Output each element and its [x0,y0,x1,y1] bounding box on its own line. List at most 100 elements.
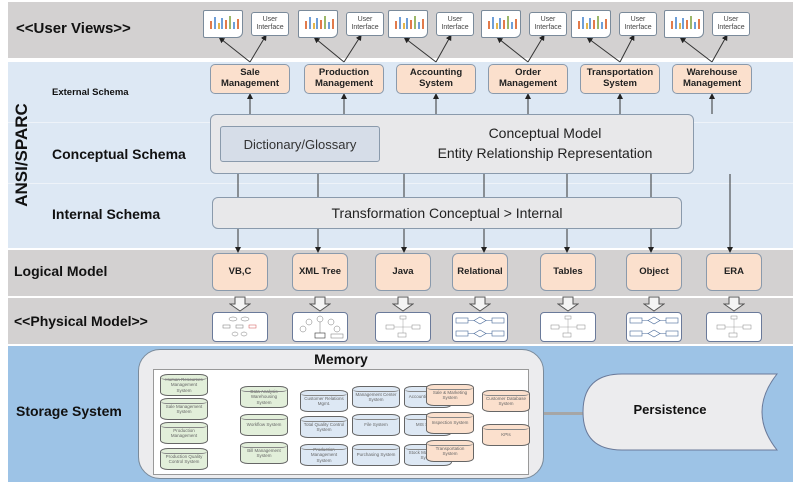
user-interface-box: User Interface [346,12,384,36]
database-cylinder: Sale & Marketing System [426,384,474,406]
chart-bar-glyph [312,23,315,29]
tree-diagram-thumbnail [292,312,348,342]
chart-view-icon [298,10,338,38]
hierarchy-diagram-icon [716,315,752,338]
external-schema-box: Sale Management [210,64,290,94]
chart-bar-glyph [410,20,413,29]
logical-model-box: XML Tree [292,253,348,291]
hierarchy-diagram-icon [550,315,586,338]
er-diagram-thumbnail [452,312,508,342]
user-interface-box: User Interface [251,12,289,36]
chart-bar-glyph [327,22,330,29]
logical-model-box: ERA [706,253,762,291]
user-interface-box: User Interface [712,12,750,36]
logical-model-box: Java [375,253,431,291]
database-cylinder: Production Quality Control System [160,448,208,470]
memory-title: Memory [314,351,368,367]
database-cylinder: Management Center System [352,386,400,408]
chart-bar-glyph [225,20,228,29]
graph-diagram-icon [222,316,257,337]
band-divider [8,183,793,184]
chart-bar-glyph [674,17,677,29]
database-cylinder: Transportation System [426,440,474,462]
chart-bar-glyph [320,20,323,29]
chart-bar-glyph [414,16,416,29]
user-views-label: <<User Views>> [16,20,131,37]
chart-bar-glyph [417,22,420,29]
database-cylinder: Bill Management System [240,442,288,464]
hierarchy-diagram-thumbnail [706,312,762,342]
database-cylinder: Customer Database System [482,390,530,412]
chart-view-icon [571,10,611,38]
chart-bar-glyph [581,17,584,29]
chart-bar-glyph [578,21,580,29]
hierarchy-diagram-thumbnail [375,312,431,342]
chart-bar-glyph [421,19,424,29]
block-down-arrow-icon [723,296,745,312]
chart-bar-glyph [210,21,212,29]
conceptual-model-title: Conceptual Model [488,125,602,141]
chart-bar-glyph [331,19,334,29]
chart-bar-glyph [488,21,490,29]
internal-schema-label: Internal Schema [52,206,161,222]
chart-bar-glyph [229,16,231,29]
chart-bar-glyph [678,23,681,29]
database-cylinder: Sale Management System [160,398,208,420]
chart-bar-glyph [308,17,311,29]
chart-view-icon [664,10,704,38]
user-interface-box: User Interface [436,12,474,36]
transformation-box: Transformation Conceptual > Internal [212,197,682,229]
chart-bar-glyph [597,16,599,29]
chart-bar-glyph [503,20,506,29]
database-cylinder: Production Management [160,422,208,444]
hierarchy-diagram-icon [385,315,421,338]
database-cylinder: Workflow System [240,414,288,436]
er-diagram-icon [455,316,505,338]
database-cylinder: Production Management System [300,444,348,466]
chart-bar-glyph [585,23,588,29]
database-cylinder: Inspection System [426,412,474,434]
chart-bar-glyph [686,20,689,29]
persistence-shape [582,373,779,451]
persistence-label: Persistence [633,402,707,417]
logical-model-box: Tables [540,253,596,291]
chart-bar-glyph [690,16,692,29]
database-cylinder: Human Resources Management System [160,374,208,396]
block-down-arrow-icon [643,296,665,312]
block-down-arrow-icon [392,296,414,312]
ansi-sparc-label: ANSI/SPARC [12,103,31,207]
chart-bar-glyph [514,19,517,29]
dictionary-glossary-box: Dictionary/Glossary [220,126,380,162]
chart-bar-glyph [507,16,509,29]
chart-bar-glyph [593,20,596,29]
chart-bar-glyph [499,18,502,29]
chart-bar-glyph [217,23,220,29]
chart-bar-glyph [324,16,326,29]
chart-bar-glyph [213,17,216,29]
database-cylinder: Data Analysis Warehousing System [240,386,288,408]
user-interface-box: User Interface [529,12,567,36]
storage-system-label: Storage System [16,403,122,419]
memory-persistence-link [544,412,594,415]
external-schema-box: Transportation System [580,64,660,94]
database-cylinder: Customer Relations Mgmt. [300,390,348,412]
conceptual-schema-label: Conceptual Schema [52,146,186,162]
external-schema-box: Production Management [304,64,384,94]
chart-bar-glyph [232,22,235,29]
chart-bar-glyph [600,22,603,29]
chart-bar-glyph [406,18,409,29]
chart-view-icon [388,10,428,38]
er-diagram-thumbnail [626,312,682,342]
chart-bar-glyph [395,21,397,29]
logical-model-box: Object [626,253,682,291]
block-down-arrow-icon [469,296,491,312]
chart-bar-glyph [398,17,401,29]
logical-model-label: Logical Model [14,263,108,279]
chart-bar-glyph [697,19,700,29]
database-cylinder: KPIs [482,424,530,446]
physical-model-label: <<Physical Model>> [14,313,148,329]
database-cylinder: Purchasing System [352,444,400,466]
external-schema-box: Order Management [488,64,568,94]
chart-bar-glyph [682,18,685,29]
